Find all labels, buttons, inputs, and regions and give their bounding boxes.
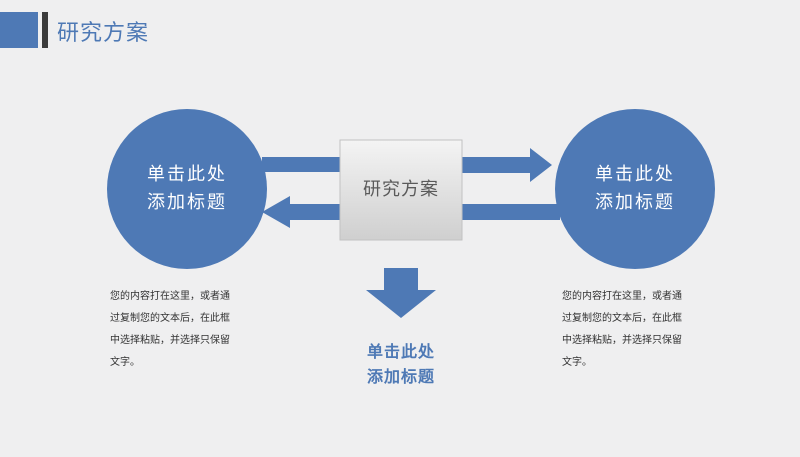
right-description: 您的内容打在这里，或者通 过复制您的文本后，在此框 中选择粘贴，并选择只保留 文… bbox=[562, 286, 712, 374]
left-circle[interactable] bbox=[107, 109, 267, 269]
right-circle-title-line2: 添加标题 bbox=[595, 192, 675, 213]
arrow-center-to-left bbox=[262, 196, 340, 228]
right-circle-title: 单击此处 添加标题 bbox=[560, 161, 710, 217]
arrow-down bbox=[366, 268, 436, 318]
left-description: 您的内容打在这里，或者通 过复制您的文本后，在此框 中选择粘贴，并选择只保留 文… bbox=[110, 286, 260, 374]
left-description-line: 中选择粘贴，并选择只保留 bbox=[110, 335, 230, 346]
bottom-title-line1: 单击此处 bbox=[366, 342, 435, 361]
center-box[interactable] bbox=[339, 139, 463, 241]
arrow-right-to-center bbox=[462, 204, 560, 220]
header-accent-block bbox=[0, 12, 38, 48]
left-description-line: 过复制您的文本后，在此框 bbox=[110, 313, 230, 324]
right-circle-title-line1: 单击此处 bbox=[595, 164, 675, 185]
left-circle-title-line1: 单击此处 bbox=[147, 164, 227, 185]
right-description-line: 您的内容打在这里，或者通 bbox=[562, 291, 682, 302]
bottom-title: 单击此处 添加标题 bbox=[340, 339, 462, 389]
right-description-line: 文字。 bbox=[562, 357, 592, 368]
bottom-title-line2: 添加标题 bbox=[366, 367, 435, 386]
page-title: 研究方案 bbox=[57, 21, 150, 46]
arrow-left-to-center bbox=[262, 157, 340, 172]
left-circle-title-line2: 添加标题 bbox=[147, 192, 227, 213]
right-description-line: 过复制您的文本后，在此框 bbox=[562, 313, 682, 324]
left-circle-title: 单击此处 添加标题 bbox=[112, 161, 262, 217]
right-description-line: 中选择粘贴，并选择只保留 bbox=[562, 335, 682, 346]
left-description-line: 您的内容打在这里，或者通 bbox=[110, 291, 230, 302]
left-description-line: 文字。 bbox=[110, 357, 140, 368]
right-circle[interactable] bbox=[555, 109, 715, 269]
center-box-label: 研究方案 bbox=[363, 179, 439, 200]
arrow-center-to-right bbox=[462, 148, 552, 182]
header-divider-bar bbox=[42, 12, 48, 48]
